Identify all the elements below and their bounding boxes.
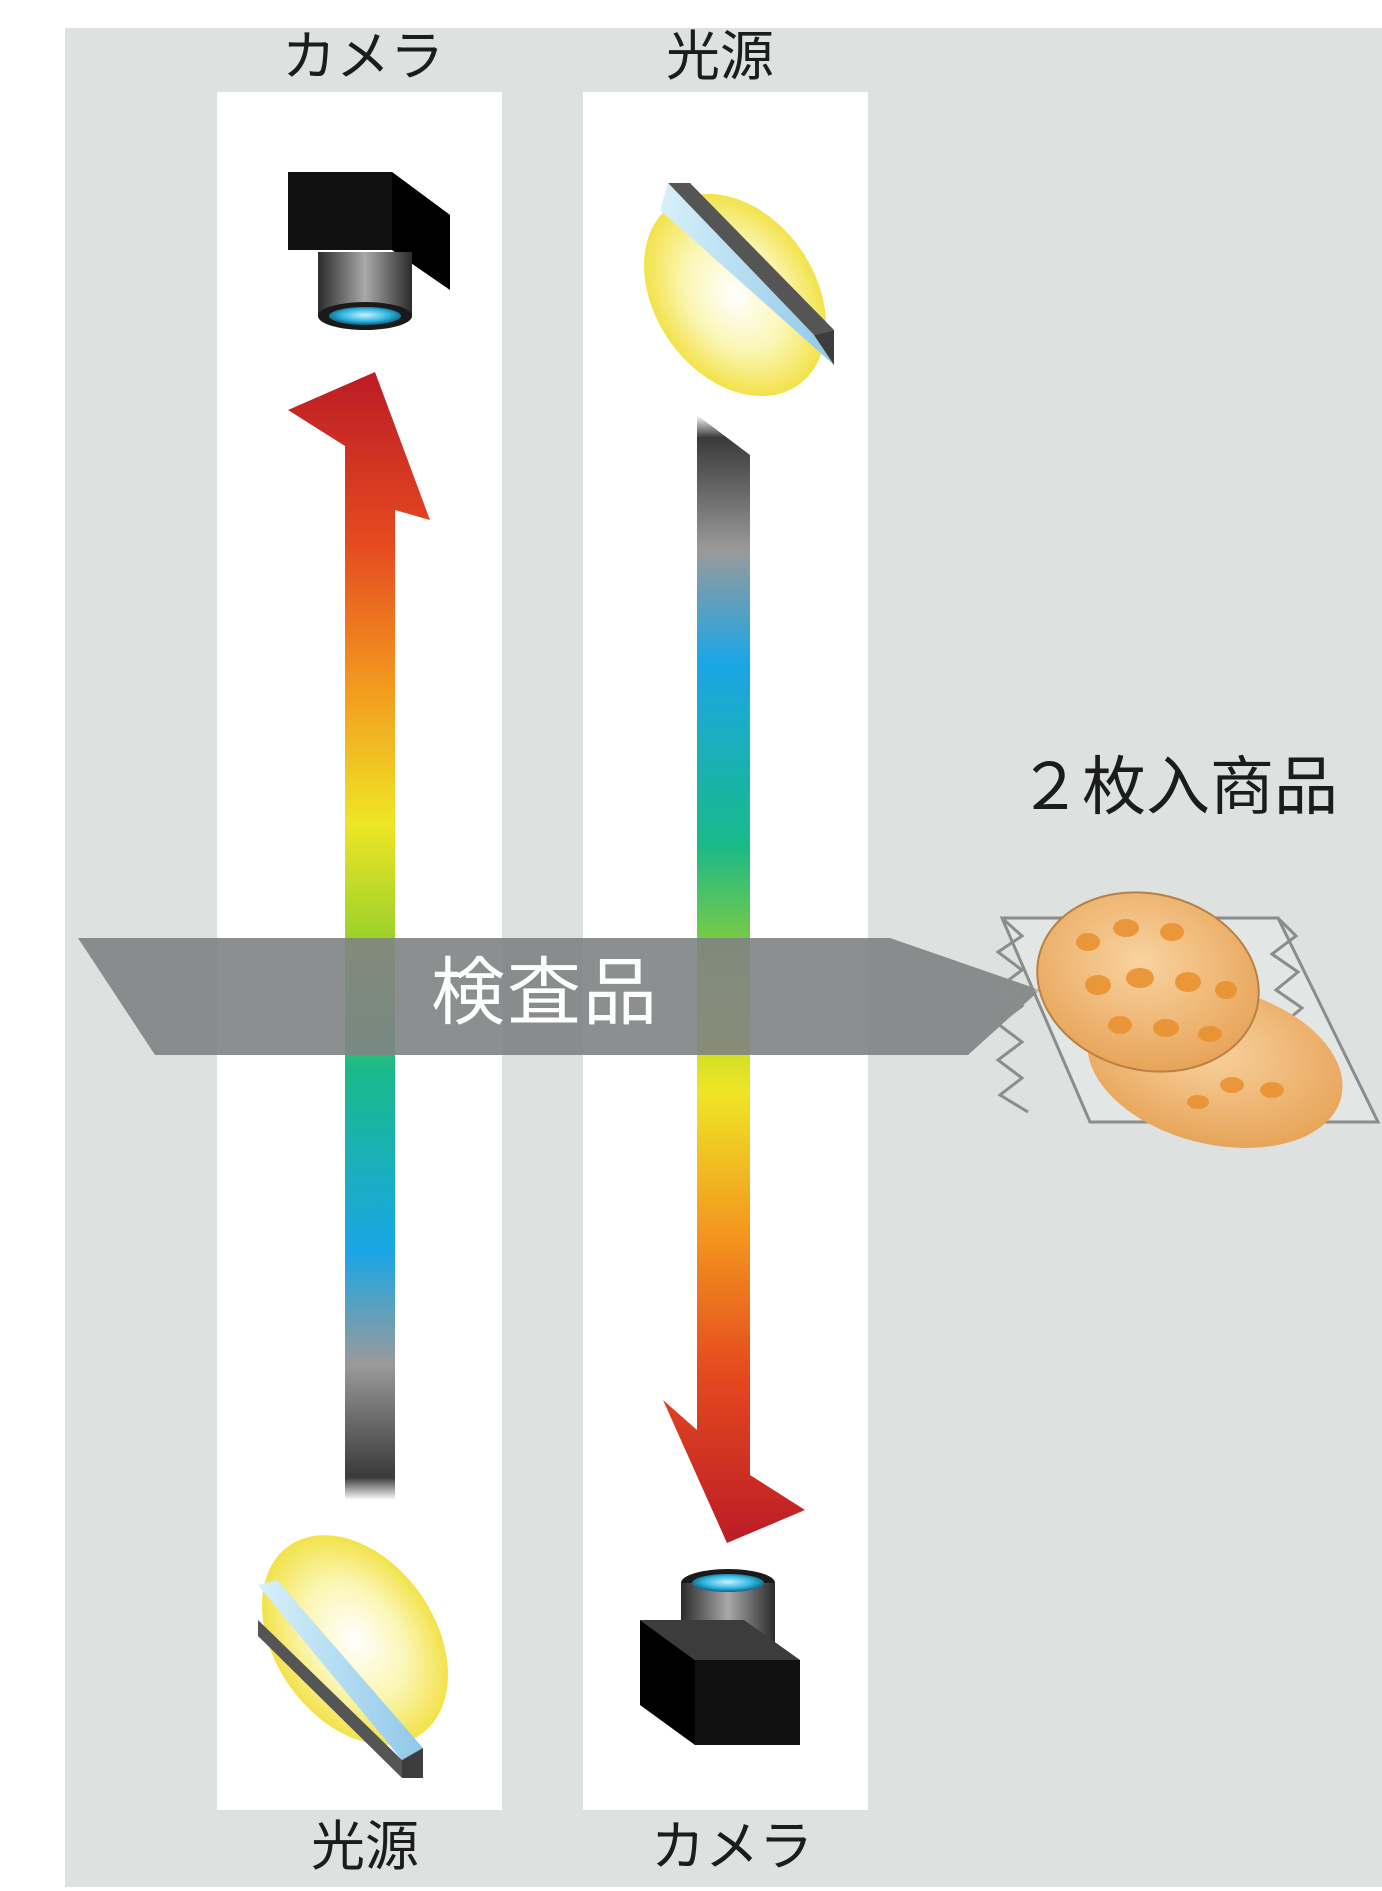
inspection-item-label: 検査品 [431,950,659,1036]
right-column-top-label: 光源 [666,25,774,88]
left-column-top-label: カメラ [282,25,444,88]
inspection-band [78,938,1040,1055]
light-source-icon [258,1535,448,1778]
camera-icon [288,172,450,330]
left-column-bottom-label: 光源 [311,1815,419,1878]
product-label: ２枚入商品 [1018,751,1338,825]
left-light-beam-arrow [288,372,430,1500]
light-source-icon [644,183,834,397]
right-column-bottom-label: カメラ [651,1815,813,1878]
crackers-package-icon [995,891,1381,1148]
camera-icon [640,1569,800,1745]
